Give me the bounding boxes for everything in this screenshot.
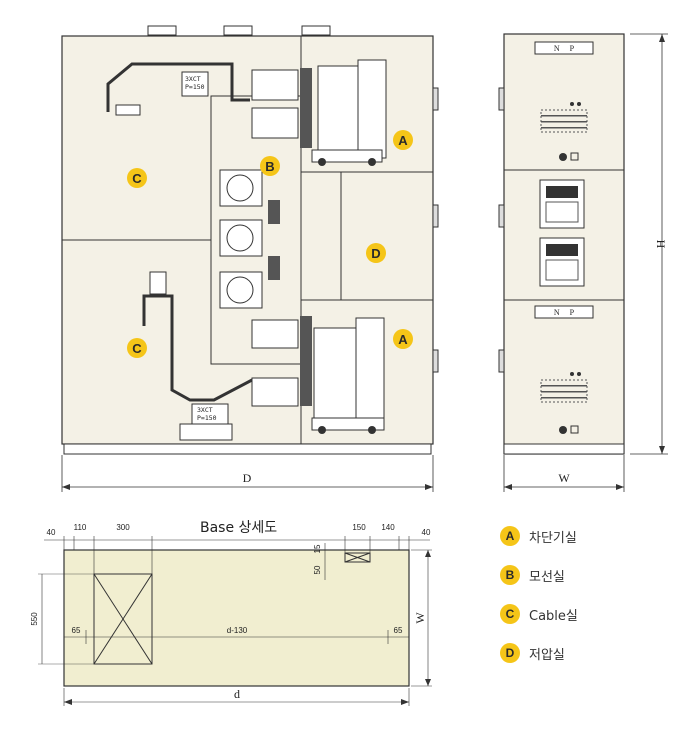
breaker-bottom [251,316,385,434]
svg-text:N P: N P [554,44,578,53]
vent-grille-bottom [540,379,588,403]
legend-item: A 차단기실 [500,525,690,547]
relay-bottom [539,237,585,287]
breaker-top [251,59,387,166]
badge-breaker-top: A [393,130,413,150]
side-plinth [63,443,432,455]
svg-text:150: 150 [352,523,366,532]
base-detail-title: Base 상세도 [200,520,278,536]
svg-text:D: D [371,246,380,261]
svg-text:15: 15 [313,544,322,553]
nameplate-bottom [534,305,594,319]
ct-top-line2: P=150 [185,83,205,91]
legend-badge: D [500,643,520,663]
legend: A 차단기실 B 모선실 C Cable실 D 저압실 [500,525,690,681]
legend-badge: B [500,565,520,585]
svg-text:A: A [398,332,408,347]
legend-badge: C [500,604,520,624]
svg-text:65: 65 [72,626,81,635]
legend-label: 저압실 [529,647,565,663]
ct-bottom-line1: 3XCT [197,406,213,414]
lifting-lug [223,25,253,36]
ct-bottom-line2: P=150 [197,414,217,422]
svg-text:300: 300 [116,523,130,532]
base-dim-center: d-130 [227,626,248,635]
svg-text:65: 65 [394,626,403,635]
badge-cable-bottom: C [127,338,147,358]
legend-label: 차단기실 [529,530,577,546]
svg-text:110: 110 [74,523,87,532]
legend-label: Cable실 [529,608,578,624]
base-plate [63,549,410,687]
vent-grille-top [540,109,588,133]
legend-badge: A [500,526,520,546]
width-label: W [558,471,570,485]
badge-breaker-bottom: A [393,329,413,349]
depth-label: D [243,471,252,485]
svg-text:140: 140 [381,523,395,532]
base-depth-label: d [234,687,240,701]
svg-text:C: C [132,341,142,356]
svg-text:B: B [265,159,274,174]
svg-text:C: C [132,171,142,186]
legend-item: D 저압실 [500,642,690,664]
badge-cable-top: C [127,168,147,188]
base-detail: 40 110 300 150 140 40 15 50 550 65 d-130… [30,523,432,706]
badge-low-voltage: D [366,243,386,263]
svg-text:A: A [398,133,408,148]
lifting-lug [301,25,331,36]
svg-text:40: 40 [47,528,56,537]
height-label: H [654,240,668,249]
relay-top [539,179,585,229]
badge-busbar: B [260,156,280,176]
front-view: N P N P [498,33,668,492]
legend-item: B 모선실 [500,564,690,586]
base-width-label: W [413,612,427,624]
base-dim-550: 550 [30,612,39,626]
busbar-insulators [219,169,280,309]
legend-item: C Cable실 [500,603,690,625]
ct-top-line1: 3XCT [185,75,201,83]
svg-text:40: 40 [422,528,431,537]
nameplate-top [534,41,594,55]
side-view: 3XCT P=150 3XCT P=150 A B C D A C [61,25,439,492]
svg-text:N P: N P [554,308,578,317]
svg-text:50: 50 [313,565,322,574]
lifting-lug [147,25,177,36]
legend-label: 모선실 [529,569,565,585]
